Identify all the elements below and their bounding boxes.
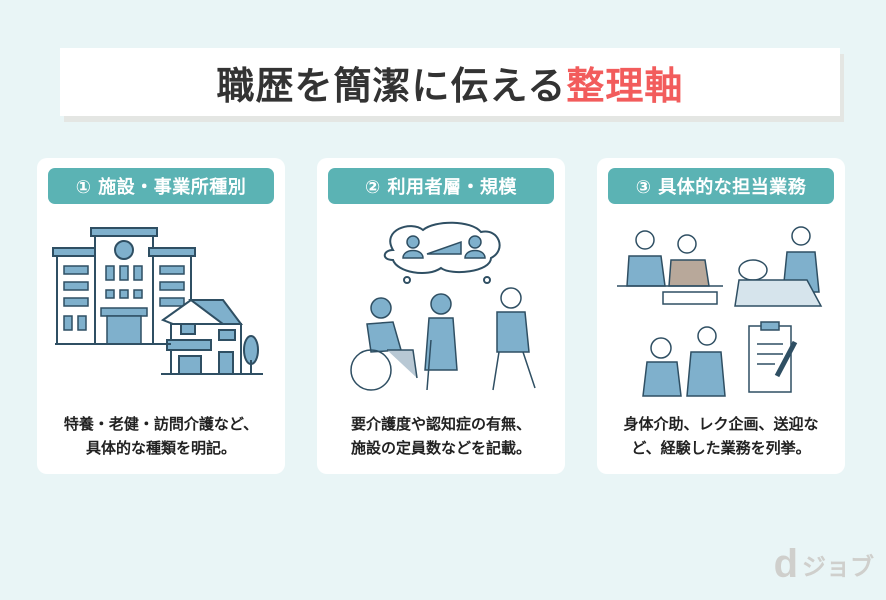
logo-mark: d <box>773 542 798 586</box>
title-accent: 整理軸 <box>566 63 684 108</box>
card-description: 特養・老健・訪問介護など、 具体的な種類を明記。 <box>37 412 285 460</box>
desc-line: ど、経験した業務を列挙。 <box>631 439 811 457</box>
desc-line: 施設の定員数などを記載。 <box>350 439 531 457</box>
card-label: ② 利用者層・規模 <box>328 168 554 204</box>
card-label: ③ 具体的な担当業務 <box>608 168 834 204</box>
buildings-icon <box>52 227 263 375</box>
desc-line: 特養・老健・訪問介護など、 <box>63 415 259 433</box>
card-description: 要介護度や認知症の有無、 施設の定員数などを記載。 <box>317 412 565 460</box>
title-banner: 職歴を簡潔に伝える整理軸 <box>60 48 840 116</box>
logo-text: ジョブ <box>802 553 874 581</box>
elderly-people-icon <box>350 221 536 391</box>
desc-line: 要介護度や認知症の有無、 <box>350 415 531 433</box>
card-label: ① 施設・事業所種別 <box>48 168 274 204</box>
desc-line: 具体的な種類を明記。 <box>85 439 236 457</box>
desc-line: 身体介助、レク企画、送迎な <box>623 415 819 433</box>
card-user-profile: ② 利用者層・規模 要介護度や認知症の有無、 施設の定員数などを記載。 <box>317 158 565 474</box>
card-description: 身体介助、レク企画、送迎な ど、経験した業務を列挙。 <box>597 412 845 460</box>
title-main: 職歴を簡潔に伝える <box>216 63 567 108</box>
brand-logo: d ジョブ <box>773 542 874 586</box>
page-title: 職歴を簡潔に伝える整理軸 <box>217 55 684 110</box>
card-facility-type: ① 施設・事業所種別 <box>37 158 285 474</box>
card-duties: ③ 具体的な担当業務 身体介助、レク企画、送迎な ど、経験した業務を列挙。 <box>597 158 845 474</box>
caregiver-tasks-icon <box>617 226 823 397</box>
